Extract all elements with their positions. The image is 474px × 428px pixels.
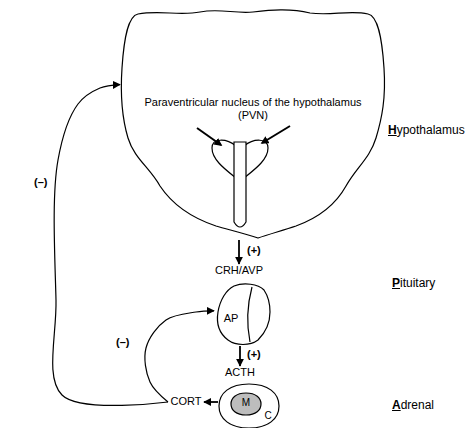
sign-label: (–): [116, 336, 129, 348]
third-ventricle: [234, 142, 246, 227]
pituitary-gland-outline: [214, 282, 272, 346]
pvn-pointer-arrow: [262, 126, 290, 143]
pvn-right-wing: [244, 140, 268, 178]
medulla-label: M: [230, 397, 262, 409]
pvn-left-wing: [212, 140, 236, 178]
sign-label: (+): [247, 244, 261, 256]
stimulation-arrow: [239, 346, 241, 366]
pituitary-gland-shape: [217, 284, 270, 345]
brain-section: Paraventricular nucleus of the hypothala…: [120, 8, 386, 240]
hormone-name: CORT: [168, 395, 204, 408]
hormone-name: ACTH: [212, 366, 268, 379]
sign-label: (–): [34, 176, 47, 188]
brain-section-shape: [121, 10, 384, 238]
brain-section-outline: [120, 8, 386, 240]
stimulation-arrow: [238, 240, 240, 264]
pituitary-gland: AP: [214, 282, 272, 346]
level-label: Hypothalamus: [388, 123, 465, 137]
hormone-node: CORT: [168, 395, 204, 409]
level-label: Pituitary: [392, 276, 435, 290]
hormone-node: ACTH: [212, 366, 268, 380]
adrenal-gland-shape: [219, 384, 279, 428]
cortex-label: C: [262, 410, 274, 422]
lobe-label: AP: [220, 312, 242, 325]
pituitary-gland-shape: [248, 287, 252, 342]
sign-label: (+): [247, 348, 261, 360]
pvn-pointer-arrow: [197, 128, 221, 145]
feedback-arrow: [145, 311, 214, 402]
secretion-arrow: [204, 401, 218, 403]
hormone-name: CRH/AVP: [209, 264, 269, 277]
level-label: Adrenal: [392, 398, 434, 412]
feedback-arrow: [53, 85, 168, 406]
adrenal-gland: CM: [218, 383, 280, 428]
hormone-node: CRH/AVP: [209, 264, 269, 278]
adrenal-medulla: M: [230, 392, 262, 416]
adrenal-medulla-shape: [231, 393, 261, 415]
region-label: Paraventricular nucleus of the hypothala…: [133, 96, 373, 122]
